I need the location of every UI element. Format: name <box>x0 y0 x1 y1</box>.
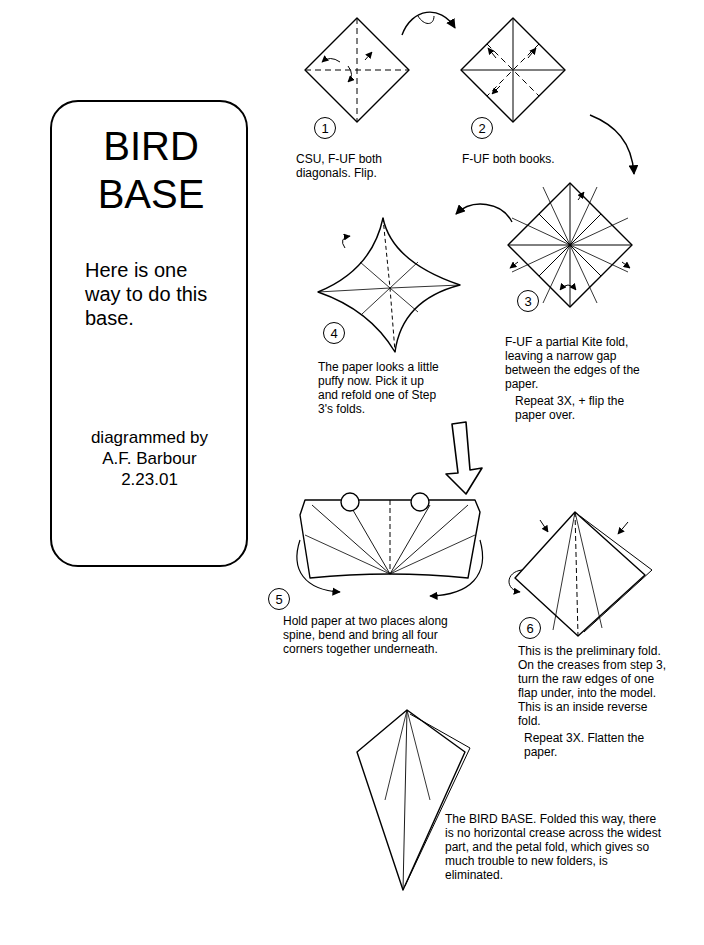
step-number: 1 <box>321 121 328 136</box>
step-number-circle: 2 <box>471 117 493 139</box>
credit-text: diagrammed by A.F. Barbour 2.23.01 <box>82 427 217 490</box>
label-text: F-UF a partial Kite fold, leaving a narr… <box>505 335 640 391</box>
step-instruction: F-UF both books. <box>462 152 612 166</box>
turn-arrow <box>456 204 512 222</box>
label-text: The BIRD BASE. Folded this way, there is… <box>445 812 661 882</box>
repeat-note: Repeat 3X, + flip the paper over. <box>515 394 655 422</box>
step-instruction: CSU, F-UF both diagonals. Flip. <box>296 152 396 180</box>
step-number: 2 <box>478 121 485 136</box>
title-text: BIRD BASE <box>91 122 211 218</box>
step4-puffy <box>318 218 460 352</box>
label-text: This is the preliminary fold. On the cre… <box>518 644 666 728</box>
step2-square <box>461 18 565 122</box>
step-number-circle: 6 <box>519 617 541 639</box>
intro-text: Here is one way to do this base. <box>85 258 215 330</box>
step-instruction: F-UF a partial Kite fold, leaving a narr… <box>505 335 655 391</box>
step-number-circle: 5 <box>268 588 290 610</box>
step-instruction: The paper looks a little puffy now. Pick… <box>318 360 443 416</box>
step-instruction: Hold paper at two places along spine, be… <box>283 614 448 656</box>
label-text: Repeat 3X. Flatten the paper. <box>524 731 644 759</box>
step-number-circle: 3 <box>517 290 539 312</box>
title-panel: BIRD BASE Here is one way to do this base… <box>50 100 248 567</box>
label-text: F-UF both books. <box>462 152 555 166</box>
turn-arrow <box>590 115 634 174</box>
flip-arrow <box>402 12 455 35</box>
step-number-circle: 4 <box>323 322 345 344</box>
final-note: The BIRD BASE. Folded this way, there is… <box>445 812 667 882</box>
label-text: CSU, F-UF both diagonals. Flip. <box>296 152 382 180</box>
step5-model <box>297 493 483 596</box>
step-instruction: This is the preliminary fold. On the cre… <box>518 644 668 728</box>
step-number: 6 <box>526 621 533 636</box>
step-number: 3 <box>524 294 531 309</box>
repeat-note: Repeat 3X. Flatten the paper. <box>524 731 664 759</box>
label-text: The paper looks a little puffy now. Pick… <box>318 360 439 416</box>
label-text: Hold paper at two places along spine, be… <box>283 614 448 656</box>
down-arrow <box>446 422 482 494</box>
label-text: Repeat 3X, + flip the paper over. <box>515 394 624 422</box>
step-number: 4 <box>330 326 337 341</box>
step3-square <box>508 183 632 307</box>
step-number-circle: 1 <box>314 117 336 139</box>
step1-square <box>305 18 409 122</box>
step-number: 5 <box>275 592 282 607</box>
